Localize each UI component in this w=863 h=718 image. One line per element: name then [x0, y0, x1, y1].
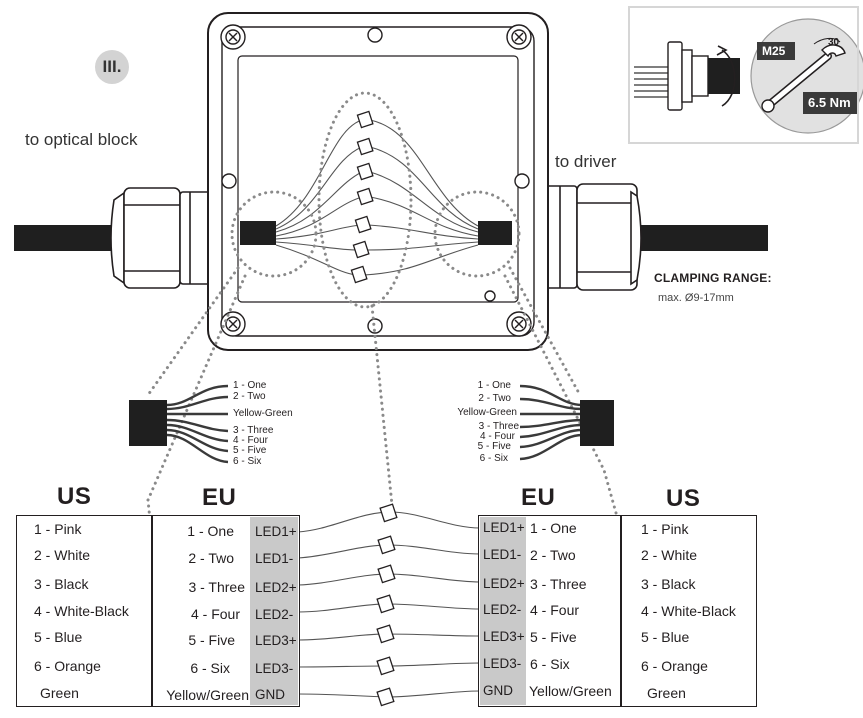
- left-eu-row: Yellow/Green: [166, 687, 249, 703]
- right-terminal-label: LED3+: [483, 629, 525, 644]
- right-us-row: 5 - Blue: [641, 629, 690, 645]
- left-eu-row: 5 - Five: [188, 632, 235, 648]
- right-wire-label: 4 - Four: [479, 431, 515, 442]
- right-us-row: 6 - Orange: [641, 658, 708, 674]
- right-eu-title: EU: [521, 484, 556, 511]
- junction-box: [207, 12, 549, 351]
- internal-wires: [275, 119, 479, 276]
- right-wire-label: 2 - Two: [478, 393, 511, 404]
- left-terminal-label: LED3-: [255, 661, 294, 676]
- left-wire-label: Yellow-Green: [233, 408, 293, 419]
- right-eu-row: 6 - Six: [530, 656, 570, 672]
- right-table-divider: [620, 515, 622, 707]
- right-eu-row: 3 - Three: [530, 576, 587, 592]
- left-us-row: 3 - Black: [34, 576, 89, 592]
- left-eu-row: 4 - Four: [190, 606, 240, 622]
- left-wire-label: 3 - Three: [233, 425, 274, 436]
- dotted-callouts: [146, 91, 620, 522]
- right-us-row: 4 - White-Black: [641, 603, 736, 619]
- left-terminal-label: LED1-: [255, 551, 294, 566]
- left-eu-row: 1 - One: [187, 523, 234, 539]
- left-cable-gland: [110, 187, 211, 289]
- left-wire-label: 6 - Six: [233, 456, 262, 467]
- right-wire-label: 6 - Six: [479, 453, 508, 464]
- clamping-range-value: max. Ø9-17mm: [658, 292, 734, 304]
- driver-label: to driver: [555, 152, 617, 171]
- right-terminal-label: LED3-: [483, 656, 522, 671]
- left-terminal-label: LED2-: [255, 607, 294, 622]
- right-terminal-label: GND: [483, 683, 513, 698]
- right-us-row: 1 - Pink: [641, 521, 689, 537]
- left-terminal-label: LED3+: [255, 633, 297, 648]
- left-terminal-label: GND: [255, 687, 285, 702]
- left-wire-label: 4 - Four: [233, 435, 269, 446]
- step-number-badge: III.: [95, 50, 129, 84]
- left-eu-row: 3 - Three: [188, 579, 245, 595]
- left-wire-label: 1 - One: [233, 380, 267, 391]
- left-us-row: 1 - Pink: [34, 521, 82, 537]
- right-wire-label: 1 - One: [477, 380, 511, 391]
- right-cable: [640, 225, 768, 251]
- left-eu-row: 6 - Six: [190, 660, 230, 676]
- left-us-title: US: [57, 483, 92, 510]
- right-terminal-label: LED2-: [483, 602, 522, 617]
- right-us-row: 3 - Black: [641, 576, 696, 592]
- gland-torque-illustration: [634, 18, 863, 134]
- right-wire-label: 5 - Five: [477, 441, 511, 452]
- clamping-range-title: CLAMPING RANGE:: [654, 271, 772, 285]
- right-terminal-label: LED2+: [483, 576, 525, 591]
- right-eu-row: 4 - Four: [530, 602, 580, 618]
- angle-label: 30: [828, 37, 840, 48]
- right-terminal-column: [480, 517, 526, 705]
- internal-connectors: [350, 110, 374, 284]
- left-us-row: 4 - White-Black: [34, 603, 129, 619]
- optical-block-label: to optical block: [25, 130, 138, 149]
- right-wire-label: 3 - Three: [478, 421, 519, 432]
- left-us-row: 6 - Orange: [34, 658, 101, 674]
- left-wire-bundle: [129, 384, 229, 464]
- left-us-row: 5 - Blue: [34, 629, 83, 645]
- right-us-row: 2 - White: [641, 547, 698, 563]
- left-us-row: 2 - White: [34, 547, 91, 563]
- right-eu-row: 1 - One: [530, 520, 577, 536]
- left-eu-row: 2 - Two: [188, 550, 234, 566]
- right-eu-row: Yellow/Green: [529, 683, 612, 699]
- left-eu-title: EU: [202, 484, 237, 511]
- torque-inset-panel: [628, 6, 859, 144]
- torque-value-label: 6.5 Nm: [808, 95, 851, 110]
- left-terminal-label: LED2+: [255, 580, 297, 595]
- right-terminal-label: LED1+: [483, 520, 525, 535]
- left-terminal-label: LED1+: [255, 524, 297, 539]
- right-wire-bundle: [519, 384, 614, 461]
- thread-size-label: M25: [762, 44, 786, 58]
- left-us-row: Green: [40, 685, 79, 701]
- left-table-divider: [151, 515, 153, 707]
- right-us-row: Green: [647, 685, 686, 701]
- left-wire-label: 2 - Two: [233, 391, 266, 402]
- right-us-title: US: [666, 485, 701, 512]
- left-cable: [14, 225, 114, 251]
- left-wire-label: 5 - Five: [233, 445, 267, 456]
- right-cable-gland: [542, 183, 642, 291]
- right-eu-row: 2 - Two: [530, 547, 576, 563]
- right-terminal-label: LED1-: [483, 547, 522, 562]
- left-terminal-column: [250, 517, 298, 705]
- right-wire-label: Yellow-Green: [457, 407, 517, 418]
- right-eu-row: 5 - Five: [530, 629, 577, 645]
- terminal-connectors: [376, 503, 398, 707]
